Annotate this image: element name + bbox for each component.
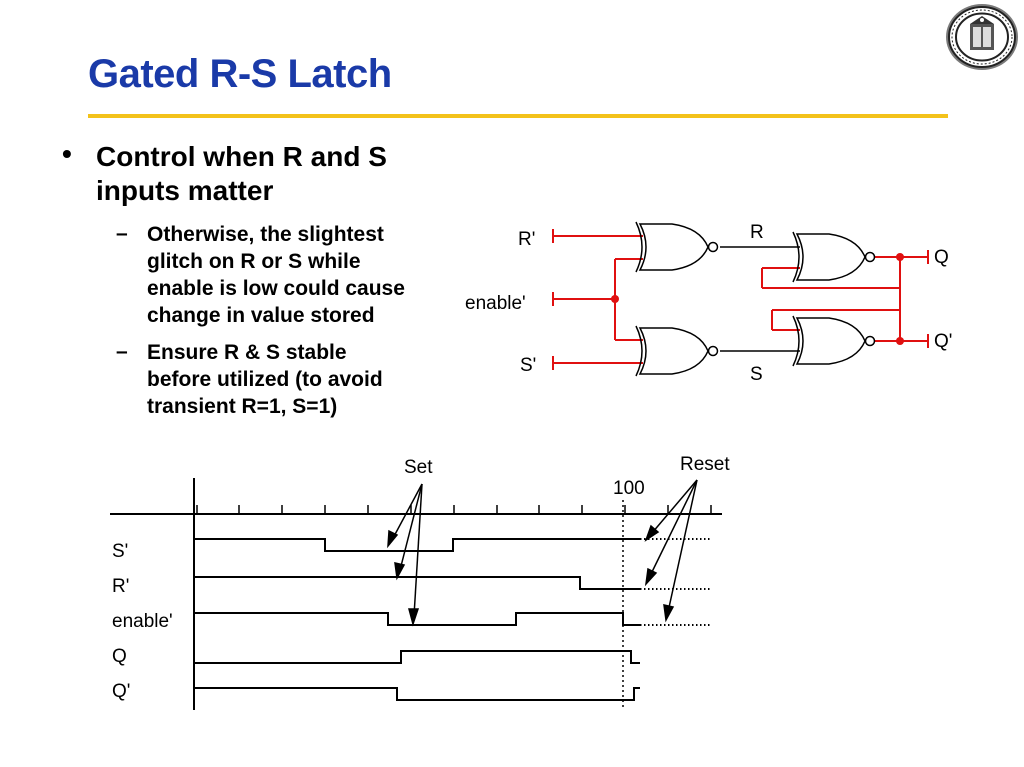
label-s-bar: S'	[520, 355, 536, 376]
label-enable-bar: enable'	[465, 293, 526, 314]
nand-gate-4	[792, 315, 876, 367]
main-bullet-line-2: inputs matter	[96, 175, 274, 206]
sub-bullet-1-line-4: change in value stored	[147, 304, 375, 327]
sub-bullet-1-line-1: Otherwise, the slightest	[147, 223, 384, 246]
annotation-set: Set	[404, 457, 433, 478]
label-q-bar: Q'	[934, 331, 952, 352]
label-r-bar: R'	[518, 229, 535, 250]
waveform-q	[194, 650, 640, 664]
sub-bullet-dash-1: –	[116, 222, 128, 245]
nand-gate-3	[792, 231, 876, 283]
waveform-enable-bar	[194, 612, 640, 626]
dotted-continuations	[640, 538, 712, 626]
sub-bullet-1-line-3: enable is low could cause	[147, 277, 405, 300]
sub-bullet-2-line-3: transient R=1, S=1)	[147, 395, 338, 418]
waveform-q-bar	[194, 687, 640, 701]
main-bullet-line-1: Control when R and S	[96, 141, 387, 172]
bullet-dot: •	[62, 138, 72, 169]
signal-label-enable-bar: enable'	[112, 611, 173, 632]
signal-label-q-bar: Q'	[112, 681, 130, 702]
waveform-s-bar	[194, 538, 640, 552]
sub-bullet-dash-2: –	[116, 340, 128, 363]
signal-label-s-bar: S'	[112, 541, 128, 562]
label-r: R	[750, 222, 764, 243]
signal-label-q: Q	[112, 646, 127, 667]
annotation-reset: Reset	[680, 454, 730, 475]
sub-bullet-2-line-2: before utilized (to avoid	[147, 368, 383, 391]
input-wires	[552, 229, 928, 370]
signal-label-r-bar: R'	[112, 576, 129, 597]
label-s: S	[750, 364, 763, 385]
slide-title: Gated R-S Latch	[88, 52, 392, 96]
waveform-r-bar	[194, 576, 640, 590]
title-underline	[88, 114, 948, 118]
reset-arrows	[644, 479, 698, 623]
university-seal-icon	[946, 4, 1018, 70]
sub-bullet-2-line-1: Ensure R & S stable	[147, 341, 347, 364]
label-q: Q	[934, 247, 949, 268]
internal-wires	[720, 246, 800, 352]
time-ticks	[196, 505, 712, 514]
sub-bullet-1-line-2: glitch on R or S while	[147, 250, 361, 273]
timing-axes	[110, 478, 722, 710]
nand-gate-2	[635, 325, 719, 377]
set-arrows	[387, 483, 423, 627]
junction-dots	[611, 253, 904, 345]
nand-gate-1	[635, 221, 719, 273]
time-label-100: 100	[613, 478, 645, 499]
